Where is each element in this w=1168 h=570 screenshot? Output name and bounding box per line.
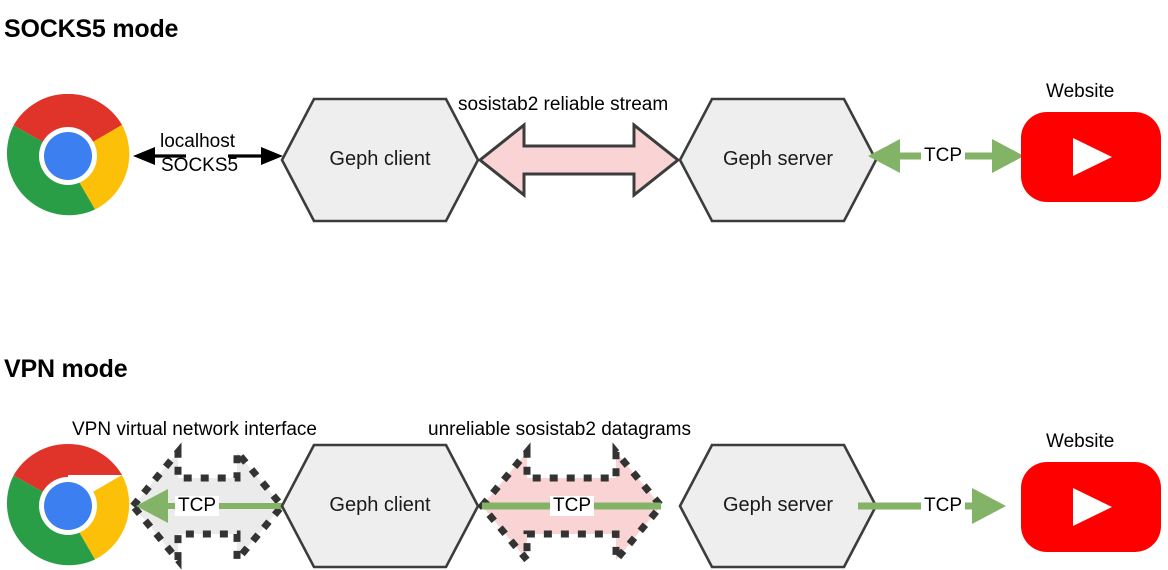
label-geph-client-vpn: Geph client (329, 494, 431, 516)
arrow-to-browser-socks5 (133, 147, 186, 165)
chrome-logo-socks5 (6, 93, 130, 216)
label-unreliable-sosistab2-datagrams: unreliable sosistab2 datagrams (428, 419, 691, 440)
label-sosistab2-reliable-stream: sosistab2 reliable stream (458, 94, 669, 115)
youtube-logo-vpn (1021, 462, 1161, 552)
label-geph-server-vpn: Geph server (722, 494, 834, 516)
section-title-vpn: VPN mode (4, 355, 128, 383)
label-website-socks5: Website (1046, 81, 1115, 102)
label-localhost: localhost (160, 131, 235, 152)
label-vpn-virtual-network-interface: VPN virtual network interface (72, 419, 317, 440)
label-tcp-vpn-website: TCP (921, 496, 965, 516)
hexagon-geph-client-socks5 (280, 97, 480, 223)
arrow-to-client-socks5 (228, 147, 283, 165)
hexagon-geph-server-vpn (678, 443, 878, 569)
chrome-logo-vpn (6, 443, 130, 566)
label-geph-server-socks5: Geph server (722, 148, 834, 170)
pink-double-arrow-socks5 (477, 121, 681, 199)
youtube-logo-socks5 (1021, 112, 1161, 202)
label-tcp-vpn-interface: TCP (175, 496, 219, 516)
label-tcp-vpn-tunnel: TCP (550, 496, 594, 516)
section-title-socks5: SOCKS5 mode (4, 15, 179, 43)
label-website-vpn: Website (1046, 431, 1115, 452)
label-tcp-socks5: TCP (921, 146, 965, 166)
label-geph-client-socks5: Geph client (329, 148, 431, 170)
hexagon-geph-server-socks5 (678, 97, 878, 223)
hexagon-geph-client-vpn (280, 443, 480, 569)
label-socks5-protocol: SOCKS5 (161, 155, 239, 176)
